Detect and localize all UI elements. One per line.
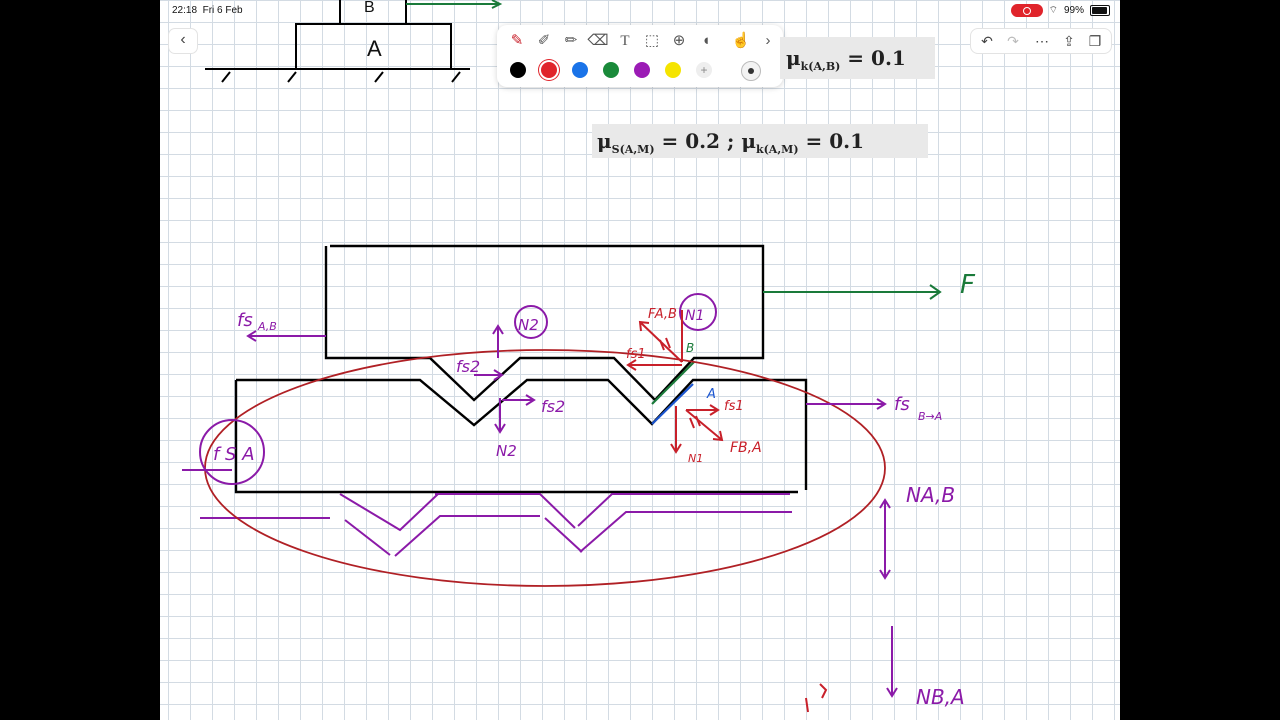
upper-block-outline bbox=[324, 244, 765, 402]
text-tool-icon[interactable]: T bbox=[620, 33, 630, 49]
fs-ba-subscript: B→A bbox=[918, 410, 942, 423]
redo-icon[interactable]: ↷ bbox=[1007, 33, 1019, 49]
red-force-arrows bbox=[626, 310, 828, 713]
stroke-size-button[interactable] bbox=[741, 61, 761, 81]
contact-a-line bbox=[651, 383, 694, 425]
color-green[interactable] bbox=[603, 62, 619, 78]
mu-symbol: μ bbox=[741, 129, 756, 153]
system-boundary-ring bbox=[204, 349, 886, 587]
eraser-icon[interactable]: ⌫ bbox=[587, 32, 609, 49]
n-ab-label: NA,B bbox=[906, 483, 955, 507]
mu-value: = 0.2 ; bbox=[654, 129, 742, 153]
force-f-label: F bbox=[960, 270, 976, 300]
mu-subscript: k(A,M) bbox=[755, 143, 799, 156]
formula-mu-k-ab: μk(A,B) = 0.1 bbox=[780, 37, 935, 79]
marker-icon[interactable]: ✏ bbox=[564, 32, 578, 49]
status-bar: 22:18 Fri 6 Feb ⌔ 99% bbox=[160, 0, 1120, 22]
f-ab-label: FA,B bbox=[648, 307, 677, 322]
drawing-toolbar: ✎ ✐ ✏ ⌫ T ⬚ ⊕ ◖ ☝ › + bbox=[497, 25, 783, 87]
color-purple[interactable] bbox=[634, 62, 650, 78]
formula-mu-am: μS(A,M) = 0.2 ; μk(A,M) = 0.1 bbox=[592, 124, 928, 158]
applied-force-arrow bbox=[763, 284, 942, 300]
mu-value: = 0.1 bbox=[798, 129, 865, 153]
more-icon[interactable]: ⋯ bbox=[1035, 33, 1049, 49]
contact-b-label: B bbox=[686, 341, 694, 355]
battery-percent: 99% bbox=[1063, 5, 1084, 16]
mu-symbol: μ bbox=[597, 129, 612, 153]
wifi-icon: ⌔ bbox=[1048, 5, 1058, 16]
color-yellow[interactable] bbox=[665, 62, 681, 78]
gesture-icon[interactable]: ☝ bbox=[731, 32, 751, 49]
status-right: ⌔ 99% bbox=[1010, 4, 1110, 17]
status-time: 22:18 Fri 6 Feb bbox=[172, 5, 243, 16]
contact-a-label: A bbox=[706, 387, 716, 402]
n2-bottom-label: N2 bbox=[496, 442, 517, 460]
pages-icon[interactable]: ❐ bbox=[1088, 33, 1102, 49]
mu-subscript: k(A,B) bbox=[800, 60, 841, 73]
top-right-tools: ↶ ↷ ⋯ ⇪ ❐ bbox=[970, 28, 1112, 54]
contact-b-line bbox=[651, 361, 695, 405]
chevron-right-icon[interactable]: › bbox=[765, 32, 771, 49]
fs1-right-label: fs1 bbox=[724, 399, 744, 414]
f-ba-label: FB,A bbox=[730, 440, 762, 456]
pen-icon[interactable]: ✎ bbox=[510, 32, 524, 49]
fs-ab-subscript: A,B bbox=[257, 320, 277, 333]
fs1-top-label: fs1 bbox=[626, 347, 646, 362]
lower-block-outline bbox=[236, 378, 808, 490]
clock: 22:18 bbox=[172, 5, 198, 16]
fs2-bottom-label: fs2 bbox=[541, 397, 565, 416]
back-button[interactable]: ‹ bbox=[168, 28, 198, 54]
highlighter-icon[interactable]: ✐ bbox=[537, 32, 551, 49]
n-ba-label: NB,A bbox=[916, 685, 965, 709]
export-icon[interactable]: ⇪ bbox=[1063, 33, 1075, 49]
add-icon[interactable]: ⊕ bbox=[672, 32, 686, 49]
purple-force-arrows bbox=[182, 293, 898, 698]
top-force-arrow bbox=[406, 0, 503, 9]
microphone-icon[interactable]: ◖ bbox=[701, 32, 711, 49]
lower-block-base bbox=[234, 380, 798, 494]
top-blocks-sketch bbox=[205, 0, 470, 83]
top-block-b-label: B bbox=[364, 0, 375, 16]
n1-bottom-label: N1 bbox=[688, 452, 703, 465]
battery-icon bbox=[1090, 5, 1110, 16]
color-red[interactable] bbox=[541, 62, 557, 78]
color-blue[interactable] bbox=[572, 62, 588, 78]
fs2-top-label: fs2 bbox=[456, 357, 480, 376]
screen-recording-icon[interactable] bbox=[1010, 4, 1043, 17]
mu-symbol: μ bbox=[786, 46, 801, 70]
mu-subscript: S(A,M) bbox=[611, 143, 655, 156]
mu-value: = 0.1 bbox=[840, 46, 906, 70]
fs-ba-label: fs bbox=[894, 394, 910, 415]
n1-circle-label: N1 bbox=[685, 308, 704, 324]
n2-circle-label: N2 bbox=[518, 316, 539, 334]
top-block-a-label: A bbox=[367, 36, 382, 61]
date: Fri 6 Feb bbox=[202, 5, 243, 16]
fs-ab-label: fs bbox=[237, 310, 253, 331]
undo-icon[interactable]: ↶ bbox=[981, 33, 993, 49]
fs-a-circle-label: f S A bbox=[213, 444, 255, 465]
color-black[interactable] bbox=[510, 62, 526, 78]
ground-surface bbox=[200, 493, 792, 557]
add-color-button[interactable]: + bbox=[696, 62, 712, 78]
notebook-page[interactable] bbox=[160, 0, 1120, 720]
lasso-icon[interactable]: ⬚ bbox=[644, 32, 660, 49]
